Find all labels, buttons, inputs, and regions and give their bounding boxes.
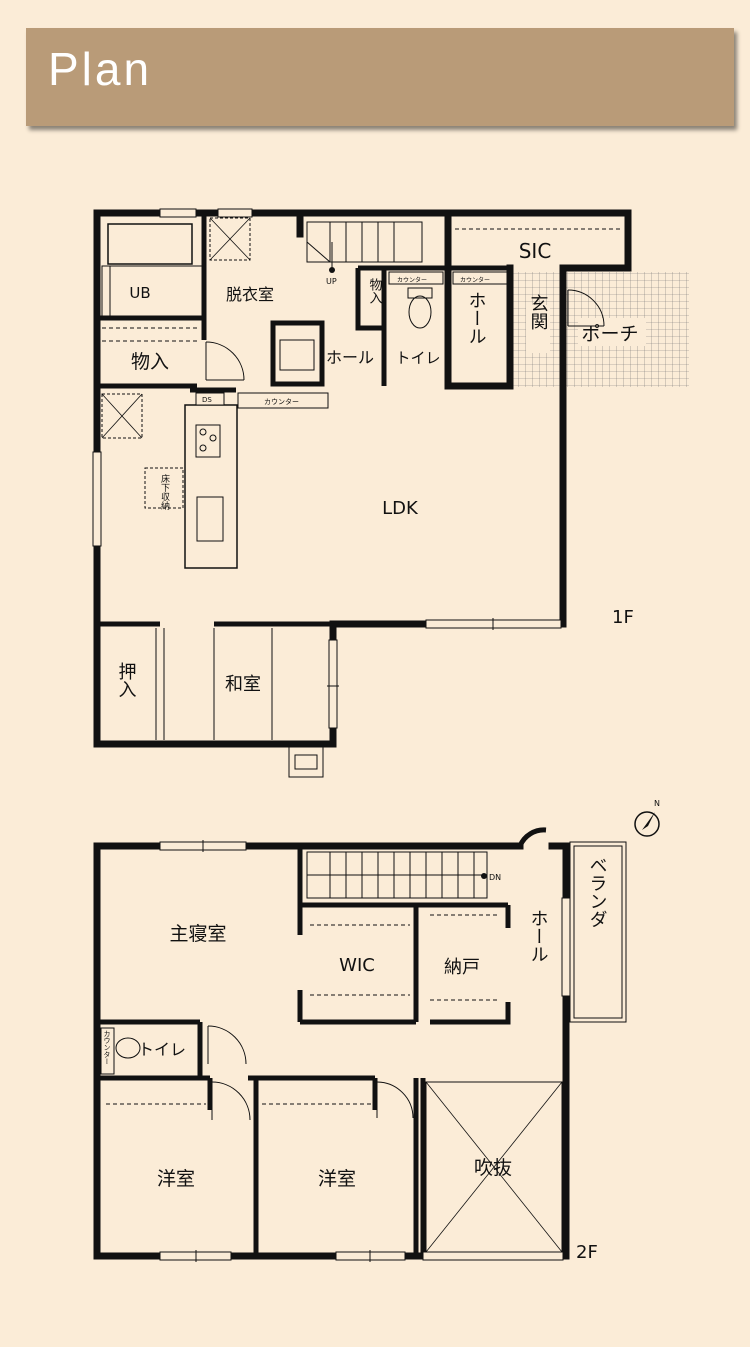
- room-monoire: 物入: [131, 351, 169, 373]
- room-master: 主寝室: [169, 923, 226, 945]
- room-youshitsu-2: 洋室: [318, 1168, 356, 1190]
- room-hall-vertical: ホール: [466, 291, 487, 345]
- page-title: Plan: [48, 43, 153, 95]
- counter-label: カウンター: [460, 276, 490, 284]
- room-genkan: 玄関: [528, 294, 549, 330]
- room-toilet: トイレ: [395, 349, 440, 367]
- room-wic: WIC: [339, 955, 375, 976]
- title-banner: Plan: [26, 28, 734, 126]
- room-toilet-2f: トイレ: [138, 1040, 186, 1059]
- room-hall-2f: ホール: [528, 909, 549, 963]
- room-oshiire: 押入: [116, 662, 137, 698]
- room-nando: 納戸: [444, 957, 480, 978]
- underfloor-storage: 床下収納: [159, 473, 170, 511]
- counter-label: カウンター: [264, 397, 299, 406]
- floor-label-2f: 2F: [576, 1242, 598, 1263]
- room-veranda: ベランダ: [587, 856, 608, 928]
- compass-north: N: [654, 799, 660, 808]
- room-sic: SIC: [519, 239, 552, 263]
- floor-label-1f: 1F: [612, 607, 634, 628]
- room-monoire-small: 物入: [367, 278, 383, 304]
- room-ldk: LDK: [382, 498, 419, 519]
- room-youshitsu-1: 洋室: [157, 1168, 195, 1190]
- counter-label: カウンター: [397, 276, 427, 284]
- veranda-area: [569, 841, 627, 1023]
- room-fukinuke: 吹抜: [474, 1157, 512, 1179]
- ds-label: DS: [202, 396, 212, 404]
- room-ub: UB: [129, 284, 150, 302]
- dn-label: DN: [489, 873, 501, 882]
- room-hall: ホール: [326, 348, 374, 367]
- room-datsuishitsu: 脱衣室: [226, 285, 274, 304]
- floor-2-plan: 主寝室 WIC 納戸 トイレ 洋室 洋室 吹抜 2F DN ホール ベランダ カ…: [93, 827, 627, 1263]
- compass-icon: N: [634, 799, 660, 837]
- room-washitsu: 和室: [225, 674, 261, 695]
- up-label: UP: [326, 277, 337, 286]
- room-porch: ポーチ: [581, 323, 638, 345]
- counter-label-2f: カウンター: [103, 1030, 111, 1065]
- floor-1-plan: UB 脱衣室 物入 ホール トイレ SIC ポーチ LDK 和室 1F カウンタ…: [92, 208, 689, 778]
